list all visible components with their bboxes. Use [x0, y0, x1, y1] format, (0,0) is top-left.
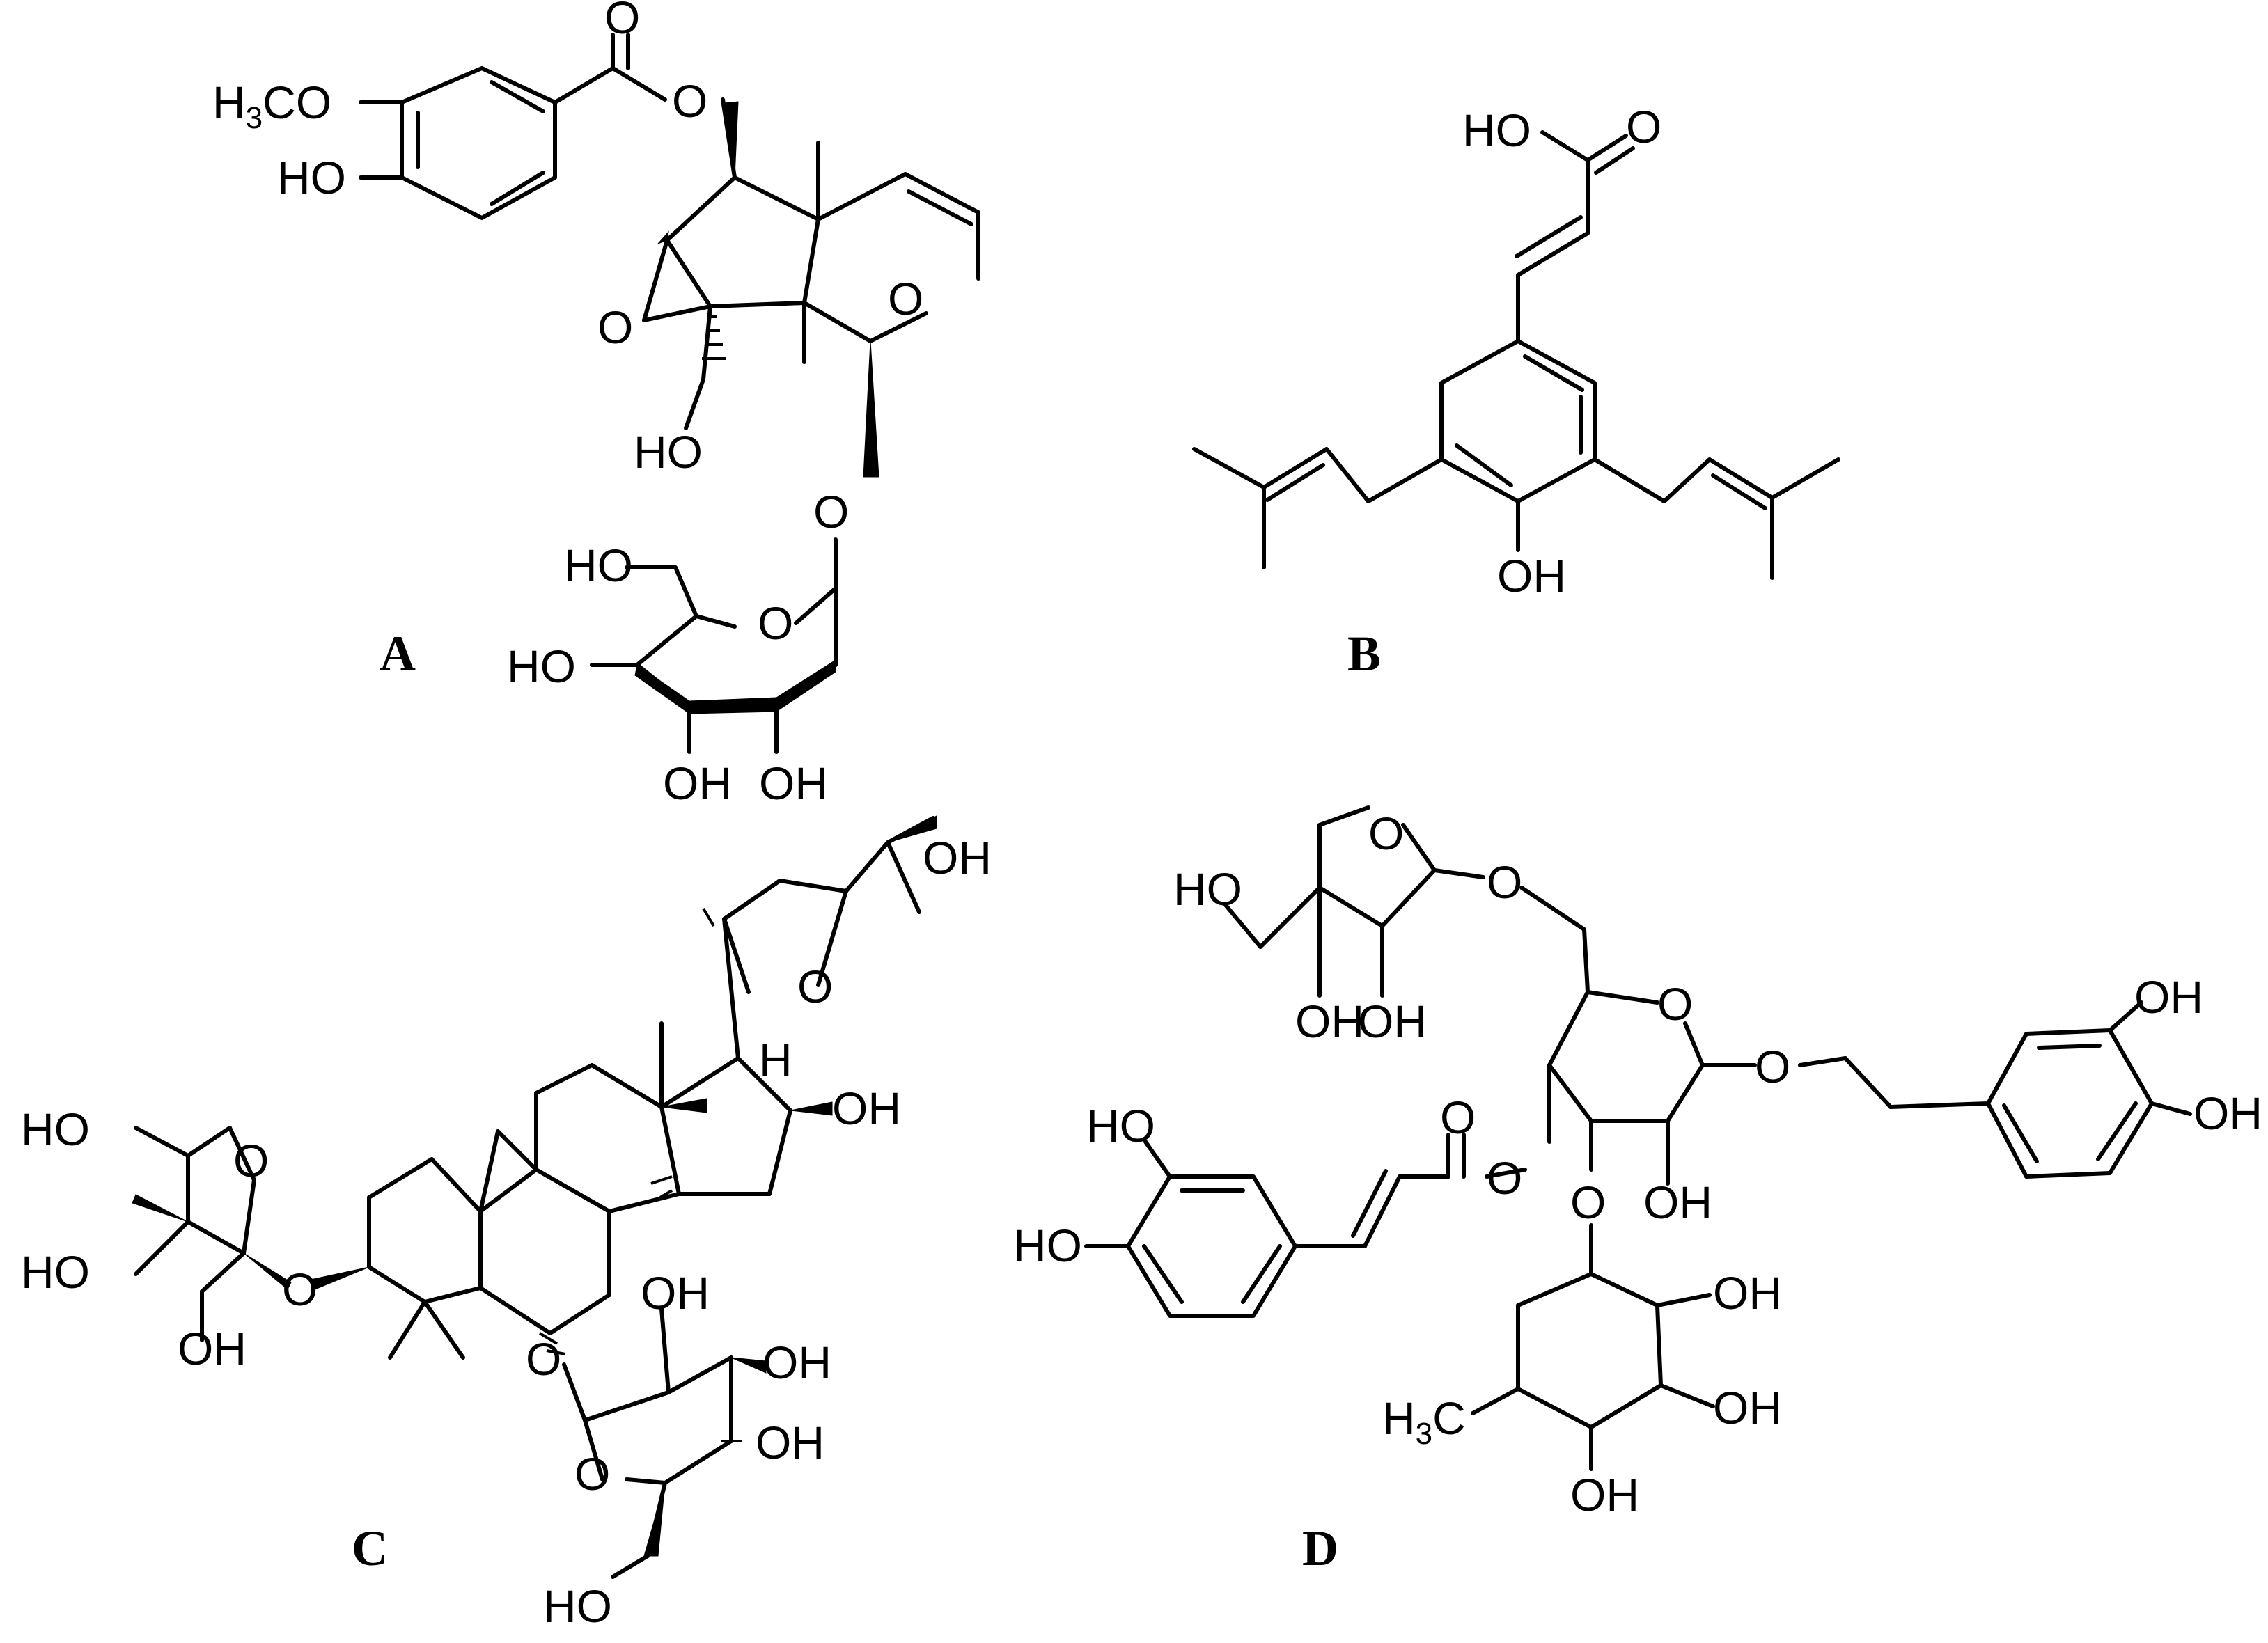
structure-c-glucose-ring-oxygen: O	[574, 1448, 610, 1500]
structure-b-label: B	[1347, 626, 1381, 682]
structure-c-glucose-hydroxyl-2: OH	[762, 1337, 831, 1388]
structure-d-apiose-hydroxyl-1: OH	[1295, 996, 1364, 1047]
structure-c-xylose-hydroxyl-1: HO	[21, 1103, 90, 1155]
structure-a-glycosidic-oxygen: O	[813, 486, 849, 537]
structure-b-acid-carbonyl-oxygen: O	[1626, 101, 1661, 152]
structure-d-rhamnose-link-oxygen: O	[1570, 1177, 1606, 1228]
structure-a-label: A	[380, 626, 416, 682]
structure-d-catechol-hydroxyl-1: OH	[2134, 971, 2203, 1023]
structure-b-acid-hydroxyl: HO	[1462, 104, 1531, 156]
structure-c-glucose-hydroxyl-3: OH	[756, 1417, 824, 1468]
structure-c-xylose-ring-oxygen: O	[233, 1135, 269, 1186]
structure-c-xylose-hydroxyl-3: OH	[178, 1323, 247, 1374]
structure-a-sugar-hydroxyl-1: OH	[663, 757, 732, 809]
structure-a-hashed-bond	[702, 315, 726, 360]
structure-d-glucose-ring-oxygen: O	[1657, 978, 1693, 1030]
structure-c-label: C	[352, 1520, 388, 1576]
structure-c-thf-oxygen: O	[797, 961, 833, 1012]
structure-d-catechol-hydroxyl-2: OH	[2193, 1087, 2262, 1139]
structure-a-hydroxymethyl: HO	[634, 426, 703, 478]
structure-a-phenol-hydroxyl: HO	[277, 152, 346, 203]
structure-d-caffeoyl-carbonyl-oxygen: O	[1440, 1092, 1476, 1143]
structure-d-apiose-ch2oh: HO	[1173, 863, 1242, 915]
structure-c-terminal-hydroxyl: OH	[923, 832, 992, 883]
structure-c: OH O H OH HO O HO O OH O OH OH O OH HO C	[21, 815, 992, 1632]
structure-d-apiose-hydroxyl-2: OH	[1358, 996, 1427, 1047]
structure-b: HO O OH B	[1192, 101, 1840, 682]
structure-c-glucose-link-oxygen: O	[526, 1333, 561, 1385]
structure-b-bonds	[1192, 130, 1840, 580]
structure-d-apiose-ring-oxygen: O	[1368, 808, 1404, 859]
structure-d-caffeoyl-hydroxyl-2: HO	[1013, 1220, 1082, 1271]
structure-d-caffeoyl-ester-oxygen: O	[1487, 1152, 1522, 1204]
structure-a-epoxide-oxygen: O	[597, 301, 633, 353]
structure-c-c16-hydroxyl: OH	[832, 1083, 901, 1134]
structure-d-h3c-label: H3C	[1382, 1392, 1466, 1451]
structure-d-glucose-hydroxyl: OH	[1643, 1177, 1712, 1228]
structure-a-carbonyl-oxygen: O	[604, 0, 640, 43]
structure-d-caffeoyl-hydroxyl-1: HO	[1086, 1100, 1155, 1151]
structure-c-xylose-link-oxygen: O	[282, 1264, 318, 1315]
structure-a-h3c-label: H3CO	[212, 77, 331, 135]
structure-d-rhamnose-hydroxyl-2: OH	[1713, 1382, 1782, 1433]
structure-a-sugar-ring-oxygen: O	[758, 597, 793, 649]
structure-a-substituent-bonds	[359, 33, 980, 430]
structure-c-xylose-hydroxyl-2: HO	[21, 1246, 90, 1298]
structure-a-ester-oxygen: O	[672, 75, 707, 127]
structure-a: H3CO HO O O O O HO O HO O HO OH OH A	[212, 0, 980, 809]
structure-c-h17-label: H	[759, 1034, 792, 1085]
structure-a-sugar-hydroxyl-left: HO	[507, 640, 576, 692]
structure-d: O O HO OH OH O O OH OH HO HO O O O OH OH…	[1013, 805, 2262, 1576]
structure-a-sugar-hydroxyl-2: OH	[759, 757, 828, 809]
structure-d-glucose-ether-oxygen: O	[1755, 1041, 1790, 1092]
structure-d-label: D	[1302, 1520, 1338, 1576]
structure-a-aromatic-ring	[400, 66, 557, 220]
structure-a-sugar-ch2oh: HO	[564, 540, 633, 591]
structure-c-glucose-ch2oh: HO	[543, 1580, 612, 1632]
structure-b-phenol-hydroxyl: OH	[1497, 550, 1566, 602]
structure-d-bonds	[1084, 805, 2192, 1471]
structure-d-rhamnose-hydroxyl-3: OH	[1570, 1469, 1639, 1520]
structure-a-pyran-oxygen: O	[888, 273, 923, 324]
structure-c-hashed-bonds	[538, 907, 742, 1442]
structure-d-apiose-link-oxygen: O	[1487, 856, 1522, 908]
structure-c-glucose-hydroxyl-1: OH	[641, 1267, 710, 1319]
structure-d-rhamnose-hydroxyl-1: OH	[1713, 1267, 1782, 1319]
